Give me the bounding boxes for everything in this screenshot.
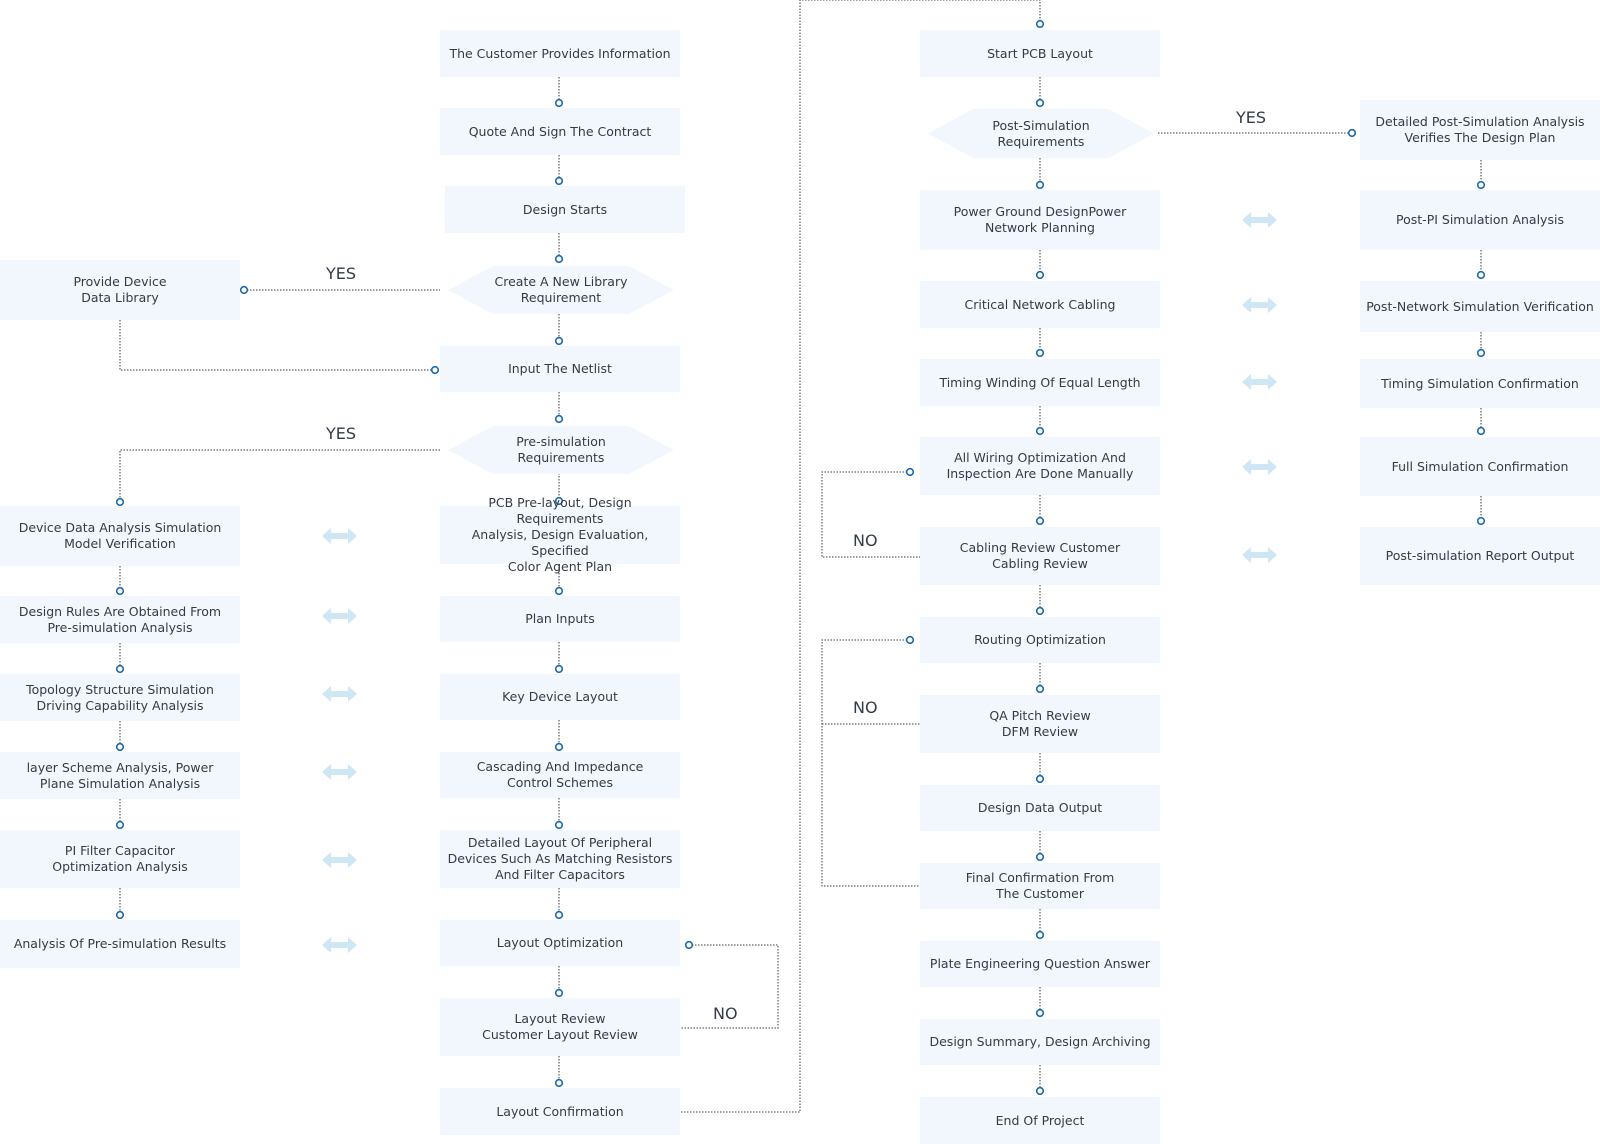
- label-yes-library: YES: [326, 264, 357, 283]
- connector-dot-icon: [1476, 348, 1486, 358]
- connector-dot-icon: [554, 910, 564, 920]
- node-pcb-prelayout: PCB Pre-layout, Design Requirements Anal…: [440, 495, 680, 574]
- connector-dot-icon: [1035, 684, 1045, 694]
- node-timing-simulation: Timing Simulation Confirmation: [1360, 359, 1600, 408]
- node-timing-winding: Timing Winding Of Equal Length: [920, 359, 1160, 406]
- connector-dot-icon: [554, 820, 564, 830]
- connector-dot-icon: [554, 1078, 564, 1088]
- node-presim-results: Analysis Of Pre-simulation Results: [0, 920, 240, 968]
- node-postsim-decision: Post-Simulation Requirements: [928, 109, 1154, 158]
- connector-dot-icon: [115, 497, 125, 507]
- node-design-rules: Design Rules Are Obtained From Pre-simul…: [0, 596, 240, 643]
- connector-dot-icon: [430, 365, 440, 375]
- connector-dot-icon: [115, 910, 125, 920]
- connector-dot-icon: [1476, 180, 1486, 190]
- connector-dot-icon: [1035, 19, 1045, 29]
- connector-dot-icon: [554, 664, 564, 674]
- connector-dot-icon: [554, 742, 564, 752]
- node-design-summary: Design Summary, Design Archiving: [920, 1019, 1160, 1065]
- connector-dot-icon: [554, 254, 564, 264]
- node-plan-inputs: Plan Inputs: [440, 596, 680, 642]
- label-no-qa: NO: [853, 698, 878, 717]
- node-provide-library: Provide Device Data Library: [0, 260, 240, 320]
- node-final-confirmation: Final Confirmation From The Customer: [920, 863, 1160, 909]
- node-post-detailed-analysis: Detailed Post-Simulation Analysis Verifi…: [1360, 100, 1600, 160]
- connector-dot-icon: [554, 586, 564, 596]
- node-customer-info: The Customer Provides Information: [440, 30, 680, 77]
- node-layout-optimization: Layout Optimization: [440, 920, 680, 966]
- connector-dot-icon: [115, 586, 125, 596]
- node-routing-optimization: Routing Optimization: [920, 617, 1160, 663]
- node-critical-network: Critical Network Cabling: [920, 281, 1160, 328]
- connector-dot-icon: [905, 467, 915, 477]
- node-start-pcb-layout: Start PCB Layout: [920, 30, 1160, 77]
- connector-dot-icon: [115, 820, 125, 830]
- connector-dot-icon: [1476, 426, 1486, 436]
- node-cascading-impedance: Cascading And Impedance Control Schemes: [440, 752, 680, 798]
- connector-dot-icon: [115, 664, 125, 674]
- node-plate-engineering: Plate Engineering Question Answer: [920, 941, 1160, 987]
- connector-dot-icon: [1035, 348, 1045, 358]
- node-design-data-output: Design Data Output: [920, 785, 1160, 831]
- connector-dot-icon: [554, 414, 564, 424]
- connector-dot-icon: [1035, 1008, 1045, 1018]
- label-yes-presim: YES: [326, 424, 357, 443]
- node-new-library-decision: Create A New Library Requirement: [448, 266, 674, 314]
- node-pi-filter: PI Filter Capacitor Optimization Analysi…: [0, 830, 240, 888]
- connector-dot-icon: [1035, 516, 1045, 526]
- connector-dot-icon: [554, 988, 564, 998]
- node-presim-decision: Pre-simulation Requirements: [448, 426, 674, 474]
- node-layout-confirmation: Layout Confirmation: [440, 1088, 680, 1135]
- connector-dot-icon: [1035, 426, 1045, 436]
- node-full-simulation: Full Simulation Confirmation: [1360, 437, 1600, 496]
- node-design-starts: Design Starts: [445, 186, 685, 233]
- node-end-of-project: End Of Project: [920, 1097, 1160, 1144]
- node-layer-scheme: layer Scheme Analysis, Power Plane Simul…: [0, 752, 240, 799]
- label-no-cabling: NO: [853, 531, 878, 550]
- connector-dot-icon: [554, 98, 564, 108]
- node-power-ground: Power Ground DesignPower Network Plannin…: [920, 190, 1160, 250]
- node-input-netlist: Input The Netlist: [440, 346, 680, 392]
- connector-dot-icon: [1476, 516, 1486, 526]
- connector-dot-icon: [1035, 180, 1045, 190]
- node-wiring-optimization: All Wiring Optimization And Inspection A…: [920, 437, 1160, 495]
- connector-dot-icon: [1035, 98, 1045, 108]
- node-cabling-review: Cabling Review Customer Cabling Review: [920, 527, 1160, 585]
- connector-dot-icon: [1035, 1086, 1045, 1096]
- node-post-report: Post-simulation Report Output: [1360, 527, 1600, 585]
- connector-dot-icon: [684, 940, 694, 950]
- label-yes-postsim: YES: [1236, 108, 1267, 127]
- node-qa-pitch-review: QA Pitch Review DFM Review: [920, 695, 1160, 753]
- connector-dot-icon: [239, 285, 249, 295]
- connector-dot-icon: [905, 635, 915, 645]
- double-arrow-icon: [322, 212, 1277, 953]
- connector-dot-icon: [554, 496, 564, 506]
- connector-dot-icon: [1035, 930, 1045, 940]
- connector-dot-icon: [1035, 774, 1045, 784]
- node-device-data-analysis: Device Data Analysis Simulation Model Ve…: [0, 506, 240, 566]
- node-post-network-verification: Post-Network Simulation Verification: [1360, 281, 1600, 332]
- connector-dot-icon: [554, 336, 564, 346]
- connector-dot-icon: [554, 176, 564, 186]
- node-quote-contract: Quote And Sign The Contract: [440, 108, 680, 155]
- node-layout-review: Layout Review Customer Layout Review: [440, 998, 680, 1056]
- connector-dot-icon: [1476, 270, 1486, 280]
- connector-dot-icon: [1035, 606, 1045, 616]
- node-key-device-layout: Key Device Layout: [440, 674, 680, 720]
- connector-dot-icon: [115, 742, 125, 752]
- node-post-pi-simulation: Post-PI Simulation Analysis: [1360, 190, 1600, 250]
- connector-dot-icon: [1035, 852, 1045, 862]
- connector-dot-icon: [1035, 270, 1045, 280]
- label-no-layout: NO: [713, 1004, 738, 1023]
- node-peripheral-layout: Detailed Layout Of Peripheral Devices Su…: [440, 830, 680, 888]
- connector-dot-icon: [1347, 128, 1357, 138]
- node-topology-simulation: Topology Structure Simulation Driving Ca…: [0, 674, 240, 721]
